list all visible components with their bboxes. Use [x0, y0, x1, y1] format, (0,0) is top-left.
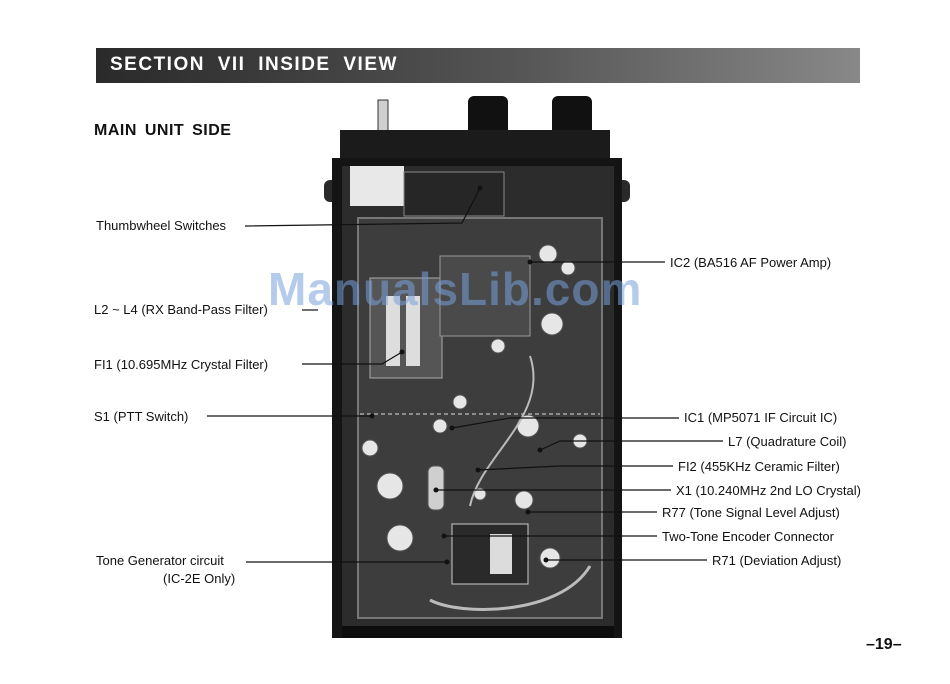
label-s1-ptt-switch: S1 (PTT Switch)	[94, 409, 189, 424]
label-r77-tone-level: R77 (Tone Signal Level Adjust)	[662, 505, 840, 520]
page-number: –19–	[866, 636, 902, 653]
page-subtitle: MAIN UNIT SIDE	[94, 122, 232, 139]
section-header-bar: SECTION VII INSIDE VIEW	[96, 48, 860, 83]
label-x1-lo-crystal: X1 (10.240MHz 2nd LO Crystal)	[676, 483, 861, 498]
label-fi2-ceramic-filter: FI2 (455KHz Ceramic Filter)	[678, 459, 840, 474]
label-ic1-if-ic: IC1 (MP5071 IF Circuit IC)	[684, 410, 838, 425]
section-title: SECTION VII INSIDE VIEW	[110, 54, 398, 75]
label-ic2e-only: (IC-2E Only)	[163, 571, 236, 586]
label-r71-deviation: R71 (Deviation Adjust)	[712, 553, 842, 568]
label-tone-generator: Tone Generator circuit	[96, 553, 224, 568]
label-thumbwheel-switches: Thumbwheel Switches	[96, 218, 227, 233]
label-l2-l4-filter: L2 ~ L4 (RX Band-Pass Filter)	[94, 302, 268, 317]
label-ic2-af-amp: IC2 (BA516 AF Power Amp)	[670, 255, 832, 270]
label-two-tone-connector: Two-Tone Encoder Connector	[662, 529, 834, 544]
label-fi1-crystal-filter: FI1 (10.695MHz Crystal Filter)	[94, 357, 269, 372]
watermark: ManualsLib.com	[268, 263, 643, 315]
label-l7-quadrature-coil: L7 (Quadrature Coil)	[728, 434, 847, 449]
circuit-board-photo	[324, 96, 630, 638]
